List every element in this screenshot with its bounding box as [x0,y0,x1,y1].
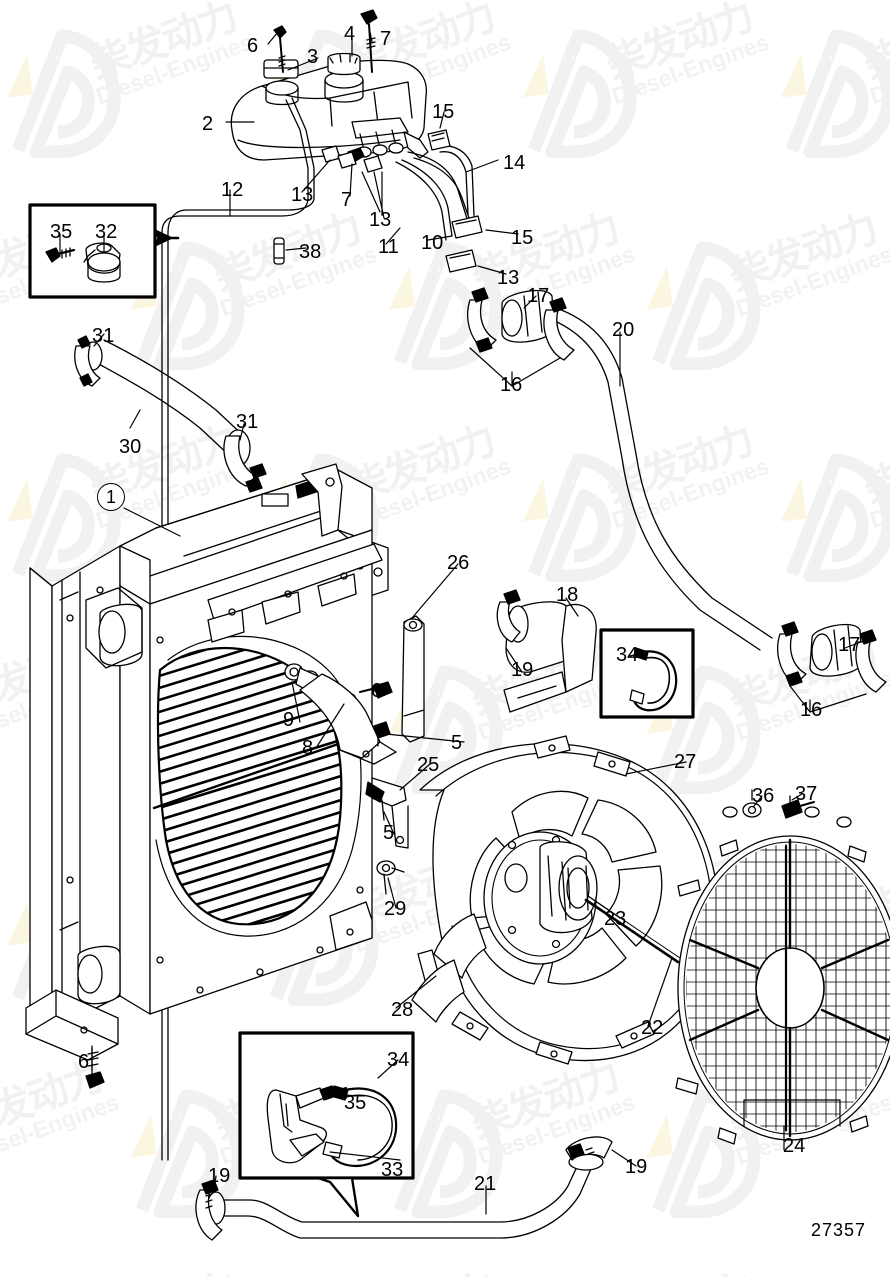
callout-bolt: 6 [78,1051,90,1073]
callout-stay-rod: 26 [447,552,470,574]
callout-bolt: 7 [341,189,353,211]
callout-bushing: 9 [283,709,295,731]
vent-pipe [161,97,315,1161]
callout-hose-connector: 17 [527,285,550,307]
callout-bracket: 25 [417,754,440,776]
callout-hose-clamp: 31 [92,325,115,347]
callout-hose-clamp: 15 [432,101,455,123]
callout-washer: 8 [302,737,314,759]
callout-screw: 5 [383,822,395,844]
callout-hose-clamp: 13 [497,267,520,289]
upper-pipe-30 [74,335,267,493]
callout-fan-hub: 23 [604,908,627,930]
callout-clip-bracket: 33 [381,1159,404,1181]
plug-38 [273,237,285,265]
callout-hose-clamp: 19 [511,659,534,681]
callout-fan-blade: 28 [391,999,414,1021]
callout-clamp-set: 16 [500,374,523,396]
callout-hose: 10 [421,232,444,254]
callout-hose-clamp: 31 [236,411,259,433]
callout-hose-clamp: 15 [511,227,534,249]
callout-fan-shroud: 27 [674,751,697,773]
callout-washer: 36 [752,785,775,807]
callout-vent-pipe: 12 [221,179,244,201]
callout-bolt: 6 [247,35,259,57]
callout-expansion-tank: 2 [202,113,214,135]
callout-screw: 5 [451,732,463,754]
callout-hose-clamp: 19 [208,1165,231,1187]
callout-screw: 37 [795,783,818,805]
callout-bolt: 7 [380,28,392,50]
callout-nut: 29 [384,898,407,920]
callout-clamp-set: 16 [800,699,823,721]
callout-fan-shaft: 22 [641,1017,664,1039]
callout-radiator-assembly: 1 [97,483,125,511]
callout-cable-tie: 34 [387,1049,410,1071]
callout-tank-cap-small: 3 [307,46,319,68]
callout-hose: 11 [378,236,399,258]
callout-bolt: 6 [371,680,383,702]
callout-hose-connector: 17 [838,634,861,656]
callout-fan-guard: 24 [783,1135,806,1157]
callout-hose-stub: 18 [556,584,579,606]
diagram-number: 27357 [810,1220,866,1240]
callout-screw: 35 [344,1092,367,1114]
callout-upper-pipe: 30 [119,436,142,458]
callout-hose-clamp: 13 [369,209,392,231]
callout-drain-cock: 32 [95,221,118,243]
callout-cable-tie: 34 [616,644,639,666]
callout-upper-hose: 20 [612,319,635,341]
callout-pressure-cap: 4 [344,23,356,45]
callout-hose-clamp: 19 [625,1156,648,1178]
callout-hose-clamp: 13 [291,184,314,206]
callout-plug: 38 [299,241,322,263]
callout-lower-hose: 21 [474,1173,497,1195]
inset-box-bottom [238,1031,415,1218]
hose-stub-18 [496,589,597,713]
callout-hose: 14 [503,152,526,174]
callout-screw: 35 [50,221,73,243]
